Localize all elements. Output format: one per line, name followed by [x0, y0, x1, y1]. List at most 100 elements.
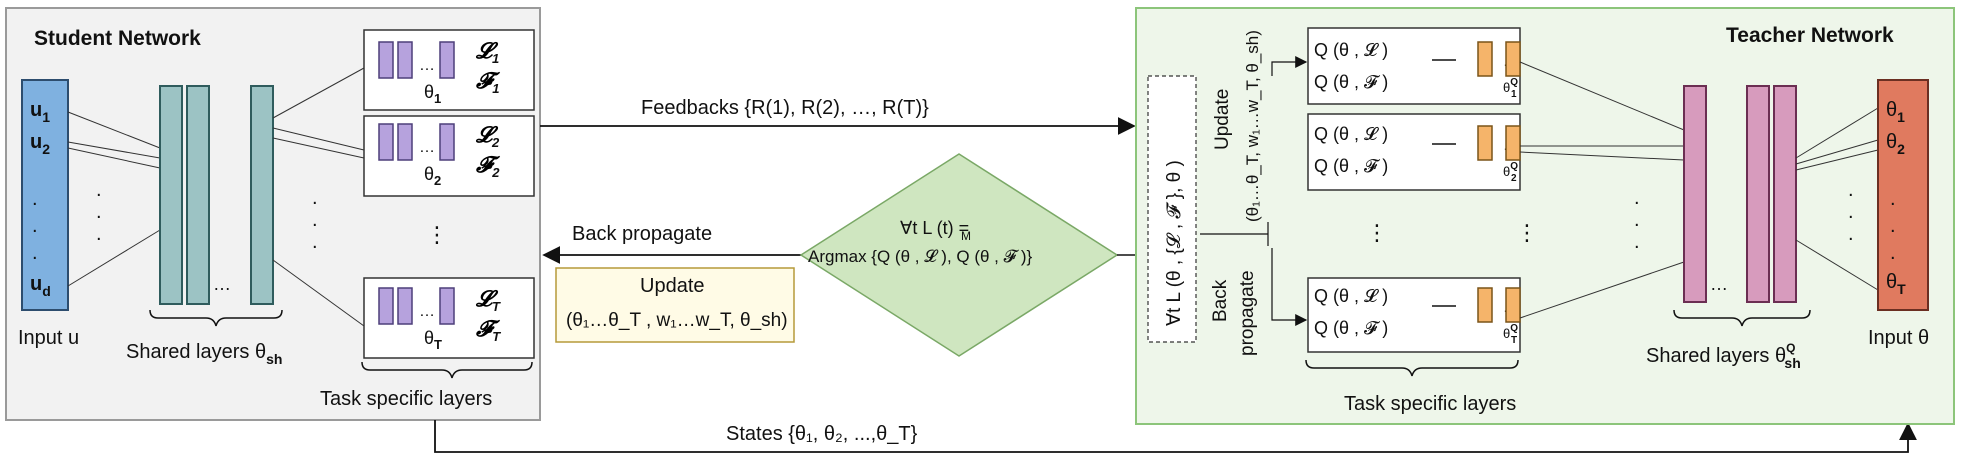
student-shared-ellipsis: …: [213, 274, 231, 294]
student-task-label: Task specific layers: [320, 388, 492, 410]
student-head-conn-dot1: .: [312, 187, 318, 209]
teacher-head-connections: [1519, 61, 1685, 319]
student-head-2-layer-a: [378, 123, 394, 161]
teacher-head-1-layer-b: [1505, 41, 1521, 77]
student-head-T-layer-a: [378, 287, 394, 325]
teacher-heads-ellipsis-b: ⋮: [1516, 220, 1538, 245]
teacher-input-thetaT: θT: [1886, 271, 1906, 297]
teacher-shared-ellipsis: …: [1710, 274, 1728, 294]
student-head-2-layer-b: [397, 123, 413, 161]
argmax-line2: Argmax {Q (θ , 𝓛 ), Q (θ , 𝓕 )}: [808, 247, 1033, 266]
student-task-brace: [361, 361, 533, 379]
teacher-shared-brace: [1673, 309, 1811, 327]
teacher-backprop-line2: propagate: [1237, 270, 1258, 356]
teacher-input-connections: [1795, 107, 1879, 291]
teacher-conn-dot2: .: [1634, 209, 1640, 231]
student-shared-brace: [149, 309, 283, 327]
student-input-u2: u2: [30, 131, 50, 157]
student-head-conn-dot2: .: [312, 209, 318, 231]
teacher-task-brace: [1305, 359, 1519, 377]
student-head-1-ellipsis: …: [419, 57, 435, 74]
teacher-head-1-q-f: Q (θ , 𝓕 ): [1314, 72, 1388, 92]
student-head-2-theta: θ2: [424, 164, 441, 188]
teacher-head-T-q-f: Q (θ , 𝓕 ): [1314, 318, 1388, 338]
teacher-input-conn-dot2: .: [1848, 201, 1854, 223]
student-update-params: (θ₁…θ_T , w₁…w_T, θ_sh): [566, 310, 788, 331]
teacher-head-1-layer-a: [1477, 41, 1493, 77]
student-head-1-layer-a: [378, 41, 394, 79]
states-label: States {θ₁, θ₂, ...,θ_T}: [726, 423, 918, 445]
student-input-ud: ud: [30, 273, 51, 299]
student-head-1-layer-c: [439, 41, 455, 79]
teacher-input-label: Input θ: [1868, 327, 1929, 349]
student-shared-connections: [272, 67, 365, 327]
teacher-backprop-arrow: [1271, 248, 1308, 326]
teacher-conn-dot3: .: [1634, 231, 1640, 253]
teacher-input-dot2: .: [1890, 215, 1896, 237]
student-shared-layer-1: [159, 85, 183, 305]
student-input-connections: [67, 111, 161, 287]
teacher-title: Teacher Network: [1726, 24, 1894, 47]
teacher-head-2-q-f: Q (θ , 𝓕 ): [1314, 156, 1388, 176]
student-head-2-layer-c: [439, 123, 455, 161]
feedbacks-label: Feedbacks {R(1), R(2), …, R(T)}: [641, 97, 929, 119]
teacher-input-conn-dot3: .: [1848, 223, 1854, 245]
student-head-conn-dot3: .: [312, 231, 318, 253]
teacher-input-layer: [1877, 79, 1929, 311]
argmax-decision: [799, 153, 1119, 357]
student-head-T-layer-b: [397, 287, 413, 325]
student-conn-dot1: .: [96, 179, 102, 201]
teacher-conn-dot1: .: [1634, 187, 1640, 209]
student-update-title: Update: [640, 275, 705, 297]
teacher-loss-label: ∀t L (θ , {𝓛 , 𝓕 }, θ ): [1164, 160, 1185, 326]
teacher-head-T-layer-b: [1505, 287, 1521, 323]
student-update-box: [555, 267, 795, 343]
teacher-head-T-layer-a: [1477, 287, 1493, 323]
teacher-backprop-line1: Back: [1210, 279, 1231, 322]
student-head-1-loss: 𝓛1: [475, 38, 499, 66]
student-shared-layer-2: [186, 85, 210, 305]
student-input-layer: [21, 79, 69, 311]
teacher-shared-layer-3: [1773, 85, 1797, 303]
back-propagate-label: Back propagate: [572, 223, 712, 245]
teacher-input-theta2: θ2: [1886, 131, 1905, 157]
student-input-label: Input u: [18, 327, 79, 349]
student-head-2-ellipsis: …: [419, 139, 435, 156]
student-input-dot2: .: [32, 215, 38, 237]
teacher-head-T-q-loss: Q (θ , 𝓛 ): [1314, 286, 1388, 306]
student-conn-dot2: .: [96, 201, 102, 223]
argmax-line1: ∀t L (t) =M: [900, 218, 971, 243]
student-shared-label: Shared layers θsh: [126, 341, 282, 367]
teacher-head-2-layer-b: [1505, 125, 1521, 161]
teacher-input-dot1: .: [1890, 188, 1896, 210]
student-conn-dot3: .: [96, 223, 102, 245]
teacher-head-2-layer-a: [1477, 125, 1493, 161]
states-arrow: [434, 420, 1917, 453]
student-head-1-layer-b: [397, 41, 413, 79]
student-title: Student Network: [34, 27, 201, 50]
teacher-update-label: Update: [1212, 89, 1233, 150]
teacher-input-dot3: .: [1890, 242, 1896, 264]
student-shared-layer-3: [250, 85, 274, 305]
teacher-loss-box: [1147, 75, 1197, 343]
teacher-input-theta1: θ1: [1886, 99, 1905, 125]
teacher-task-label: Task specific layers: [1344, 393, 1516, 415]
teacher-shared-layer-2: [1746, 85, 1770, 303]
teacher-shared-layer-1: [1683, 85, 1707, 303]
teacher-heads-ellipsis-a: ⋮: [1366, 220, 1388, 245]
student-input-dot3: .: [32, 242, 38, 264]
student-input-u1: u1: [30, 99, 50, 125]
student-head-T-layer-c: [439, 287, 455, 325]
student-heads-vertical-ellipsis: ⋮: [426, 222, 448, 247]
teacher-head-1-q-loss: Q (θ , 𝓛 ): [1314, 40, 1388, 60]
teacher-update-arrow: [1271, 56, 1308, 76]
student-head-1-theta: θ1: [424, 82, 441, 106]
teacher-head-2-q-loss: Q (θ , 𝓛 ): [1314, 124, 1388, 144]
student-head-T-theta: θT: [424, 328, 442, 352]
teacher-input-conn-dot1: .: [1848, 179, 1854, 201]
